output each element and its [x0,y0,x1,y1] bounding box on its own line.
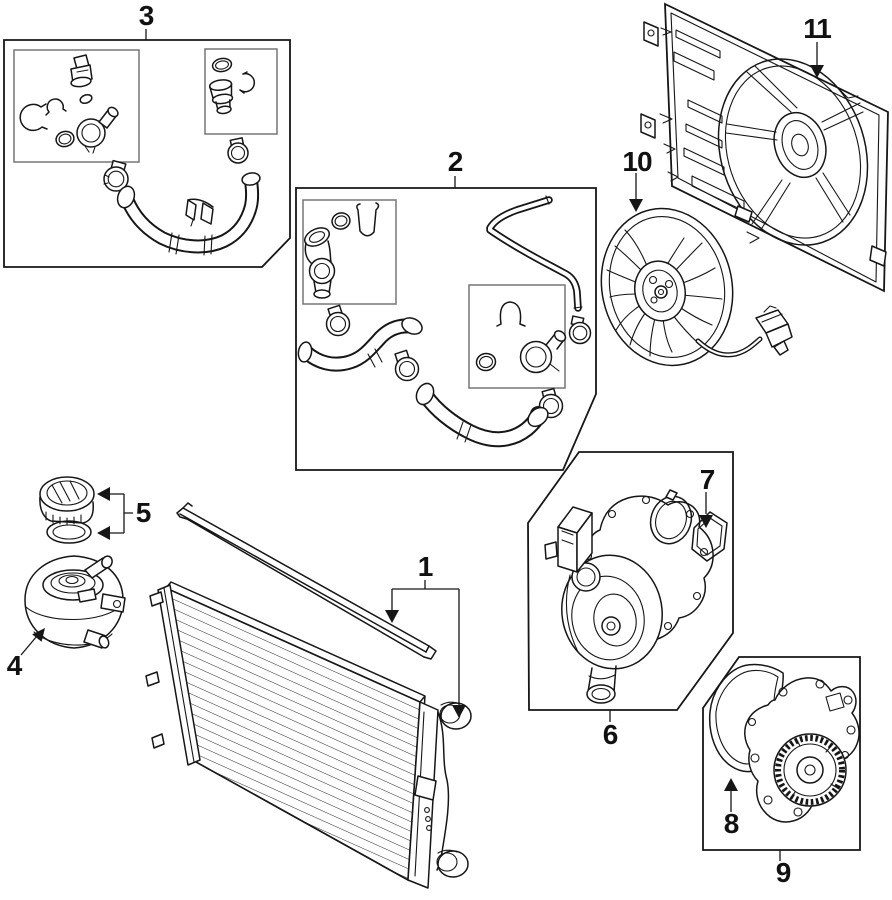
hose-clamp-icon [103,159,129,192]
clip-icon [19,103,48,132]
reservoir-cap-drawing [39,476,95,544]
callout-6[interactable]: 6 [602,719,619,750]
hose-icon [297,317,423,372]
fan-shroud-drawing [640,2,889,293]
bleeder-hose-icon [486,195,583,312]
callout-9[interactable]: 9 [775,857,792,888]
callout-10[interactable]: 10 [622,146,652,177]
fitting-icon [208,79,234,115]
hose-icon [116,172,261,256]
radiator-seal-strip-icon [176,502,437,660]
hose-kit-box-2 [295,187,597,471]
water-pump-assembly-box [527,451,734,711]
hose-clamp-icon [227,137,249,164]
fan-wire-connector-icon [695,305,793,358]
elbow-fitting-icon [303,227,336,299]
hose-icon [415,382,549,448]
callout-leaders [20,29,824,861]
water-pump-icon [744,677,860,823]
solenoid-icon [544,506,593,573]
bracket-icon [185,198,214,227]
cooling-fan-drawing [600,207,793,367]
callout-1[interactable]: 1 [417,551,434,582]
hose-kit-box-3 [3,39,291,268]
callout-4[interactable]: 4 [6,650,23,681]
radiator-lower-port-icon [436,849,469,878]
gasket-icons [649,489,728,562]
hose-clamp-icon [394,349,420,382]
callout-11[interactable]: 11 [803,13,832,44]
radiator-drawing [145,502,472,889]
callout-5[interactable]: 5 [135,497,152,528]
hose-clamp-icon [568,315,592,345]
water-outlet-icon [519,330,567,374]
water-pump-kit-box [702,656,861,851]
callout-7[interactable]: 7 [699,464,716,495]
hose-clamp-icon [325,304,351,337]
callout-3[interactable]: 3 [138,0,155,31]
callout-8[interactable]: 8 [723,808,740,839]
callout-2[interactable]: 2 [447,146,464,177]
sensor-icon [70,54,93,88]
thermostat-housing-icon [76,106,119,154]
expansion-tank-drawing [24,555,126,649]
